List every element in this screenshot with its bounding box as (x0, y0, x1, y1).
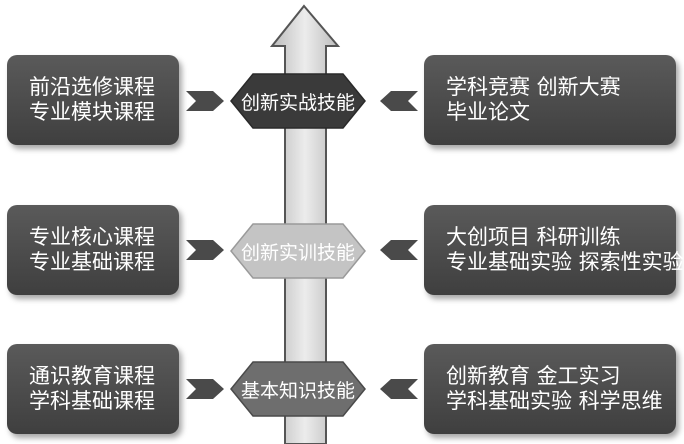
left-chevron-middle (186, 240, 224, 260)
right-box-top: 学科竞赛 创新大赛 毕业论文 (424, 55, 676, 145)
right-box-line: 创新教育 金工实习 (446, 364, 621, 388)
right-box-line: 学科竞赛 创新大赛 (446, 75, 621, 99)
right-box-middle: 大创项目 科研训练 专业基础实验 探索性实验 (424, 205, 684, 295)
right-box-line: 毕业论文 (446, 100, 530, 124)
left-box-top: 前沿选修课程 专业模块课程 (7, 55, 179, 145)
center-skill-label-middle: 创新实训技能 (240, 241, 355, 264)
hexagon-bottom (230, 361, 366, 417)
right-box-bottom: 创新教育 金工实习 学科基础实验 科学思维 (424, 344, 676, 434)
center-skill-label-top: 创新实战技能 (240, 91, 355, 114)
center-skill-label-bottom: 基本知识技能 (240, 379, 355, 402)
left-box-line: 专业核心课程 (29, 225, 155, 249)
left-box-line: 专业基础课程 (29, 250, 155, 274)
left-chevron-top (186, 91, 224, 111)
left-box-line: 通识教育课程 (29, 364, 155, 388)
right-box-line: 专业基础实验 探索性实验 (446, 250, 684, 274)
right-chevron-bottom (380, 379, 418, 399)
left-chevron-bottom (186, 379, 224, 399)
left-box-line: 学科基础课程 (29, 389, 155, 413)
right-chevron-top (380, 91, 418, 111)
left-box-line: 前沿选修课程 (29, 75, 155, 99)
left-box-line: 专业模块课程 (29, 100, 155, 124)
left-box-bottom: 通识教育课程 学科基础课程 (7, 344, 179, 434)
right-box-line: 大创项目 科研训练 (446, 225, 621, 249)
right-box-line: 学科基础实验 科学思维 (446, 389, 663, 413)
left-box-middle: 专业核心课程 专业基础课程 (7, 205, 179, 295)
hexagon-middle (230, 223, 366, 279)
hexagon-top (230, 73, 366, 129)
right-chevron-middle (380, 240, 418, 260)
